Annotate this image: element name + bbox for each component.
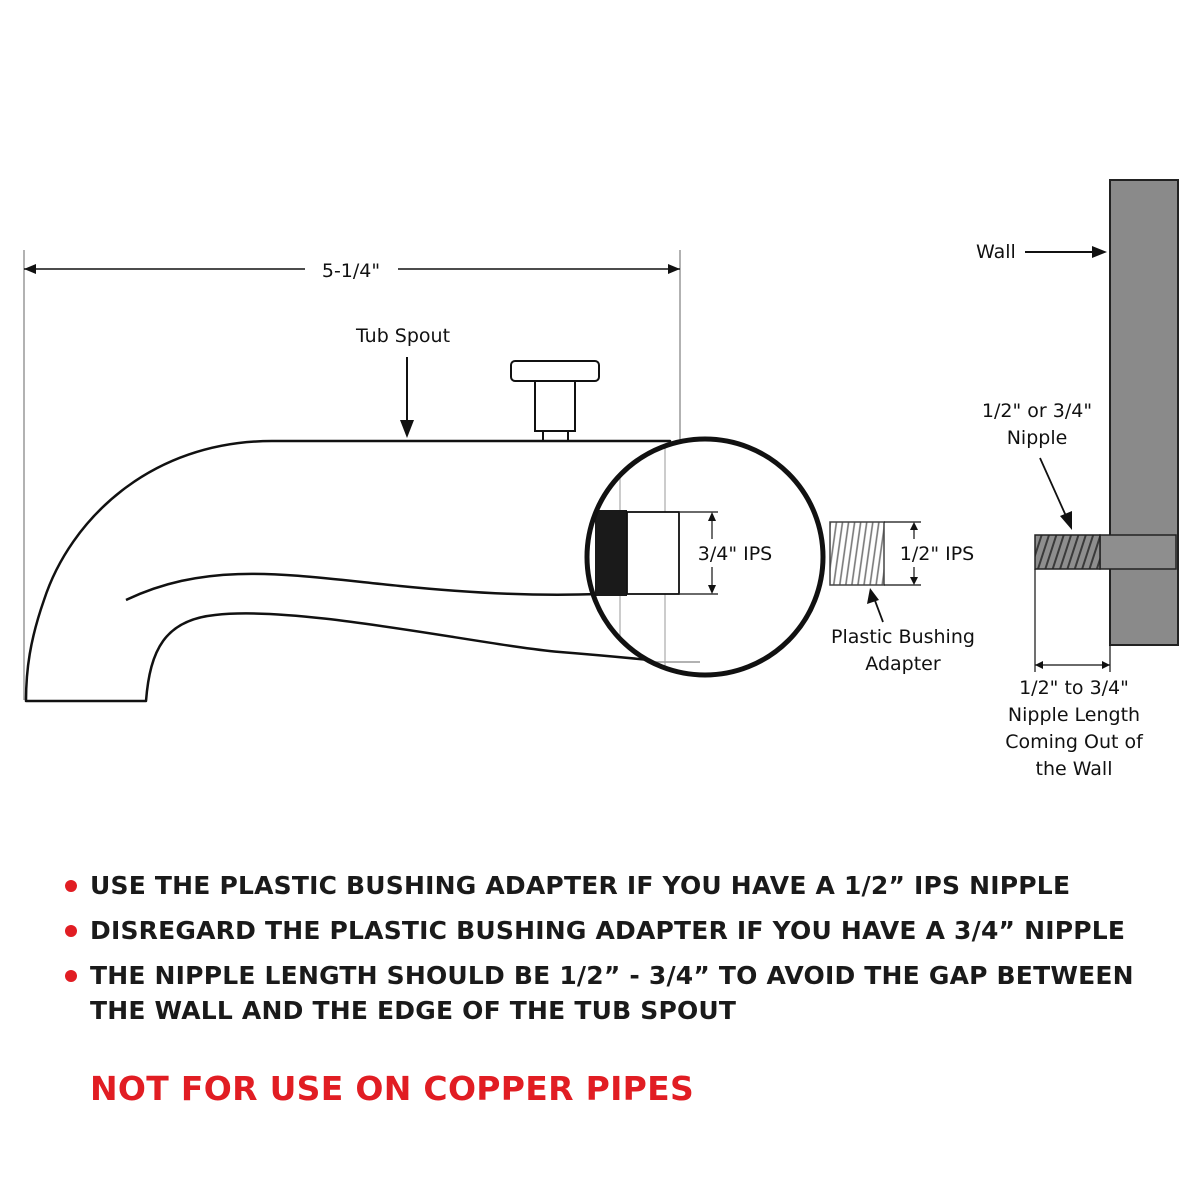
ips-large-dimension: 3/4" IPS (680, 511, 772, 595)
bushing-label-line1: Plastic Bushing (831, 626, 975, 648)
nipple-length-dimension: 1/2" to 3/4" Nipple Length Coming Out of… (1005, 569, 1144, 780)
wall-pointer-head (1092, 246, 1107, 258)
nipple-pointer-head (1060, 511, 1072, 530)
nipple-pipe: 1/2" or 3/4" Nipple (982, 400, 1177, 570)
spout-inlet-opening (626, 511, 680, 595)
tub-spout-body (24, 439, 672, 703)
nipple-threads (1034, 534, 1101, 570)
bullet-icon (65, 970, 77, 982)
nipple-label-line1: 1/2" or 3/4" (982, 400, 1092, 422)
bushing-pointer (873, 597, 884, 623)
note-item: THE NIPPLE LENGTH SHOULD BE 1/2” - 3/4” … (62, 958, 1172, 1028)
tub-spout-contour (125, 572, 601, 602)
nipple-pointer (1039, 457, 1067, 517)
plastic-bushing-adapter: 1/2" IPS Plastic Bushing Adapter (829, 521, 975, 675)
dimension-arrow-right (668, 264, 680, 274)
ips-large-label: 3/4" IPS (698, 543, 772, 565)
bushing-pointer-head (867, 588, 879, 604)
bullet-icon (65, 880, 77, 892)
length-label-line4: the Wall (1036, 758, 1113, 780)
wall-section (1109, 179, 1179, 646)
dimension-arrow-left (24, 264, 36, 274)
nipple-pipe-body (1099, 534, 1177, 570)
note-item: DISREGARD THE PLASTIC BUSHING ADAPTER IF… (62, 913, 1172, 948)
note-text: USE THE PLASTIC BUSHING ADAPTER IF YOU H… (90, 871, 1071, 900)
length-label-line2: Nipple Length (1008, 704, 1140, 726)
ips-small-label: 1/2" IPS (900, 543, 974, 565)
note-text: THE NIPPLE LENGTH SHOULD BE 1/2” - 3/4” … (90, 961, 1134, 1025)
width-dimension: 5-1/4" (23, 250, 681, 700)
tub-spout-pointer-head (400, 420, 414, 438)
width-dimension-label: 5-1/4" (322, 260, 380, 282)
length-label-line3: Coming Out of (1005, 731, 1144, 753)
bullet-icon (65, 925, 77, 937)
nipple-label-line2: Nipple (1007, 427, 1068, 449)
copper-pipe-warning: NOT FOR USE ON COPPER PIPES (90, 1069, 695, 1108)
length-label-line1: 1/2" to 3/4" (1019, 677, 1129, 699)
installation-notes: USE THE PLASTIC BUSHING ADAPTER IF YOU H… (62, 868, 1172, 1038)
note-text: DISREGARD THE PLASTIC BUSHING ADAPTER IF… (90, 916, 1126, 945)
tub-spout-callout: Tub Spout (355, 325, 450, 438)
tub-spout-label: Tub Spout (355, 325, 450, 347)
note-item: USE THE PLASTIC BUSHING ADAPTER IF YOU H… (62, 868, 1172, 903)
wall-label: Wall (976, 241, 1016, 263)
detail-circle (584, 436, 826, 678)
spout-inlet-dark (595, 510, 627, 596)
bushing-label-line2: Adapter (865, 653, 941, 675)
diverter-knob (510, 360, 600, 442)
